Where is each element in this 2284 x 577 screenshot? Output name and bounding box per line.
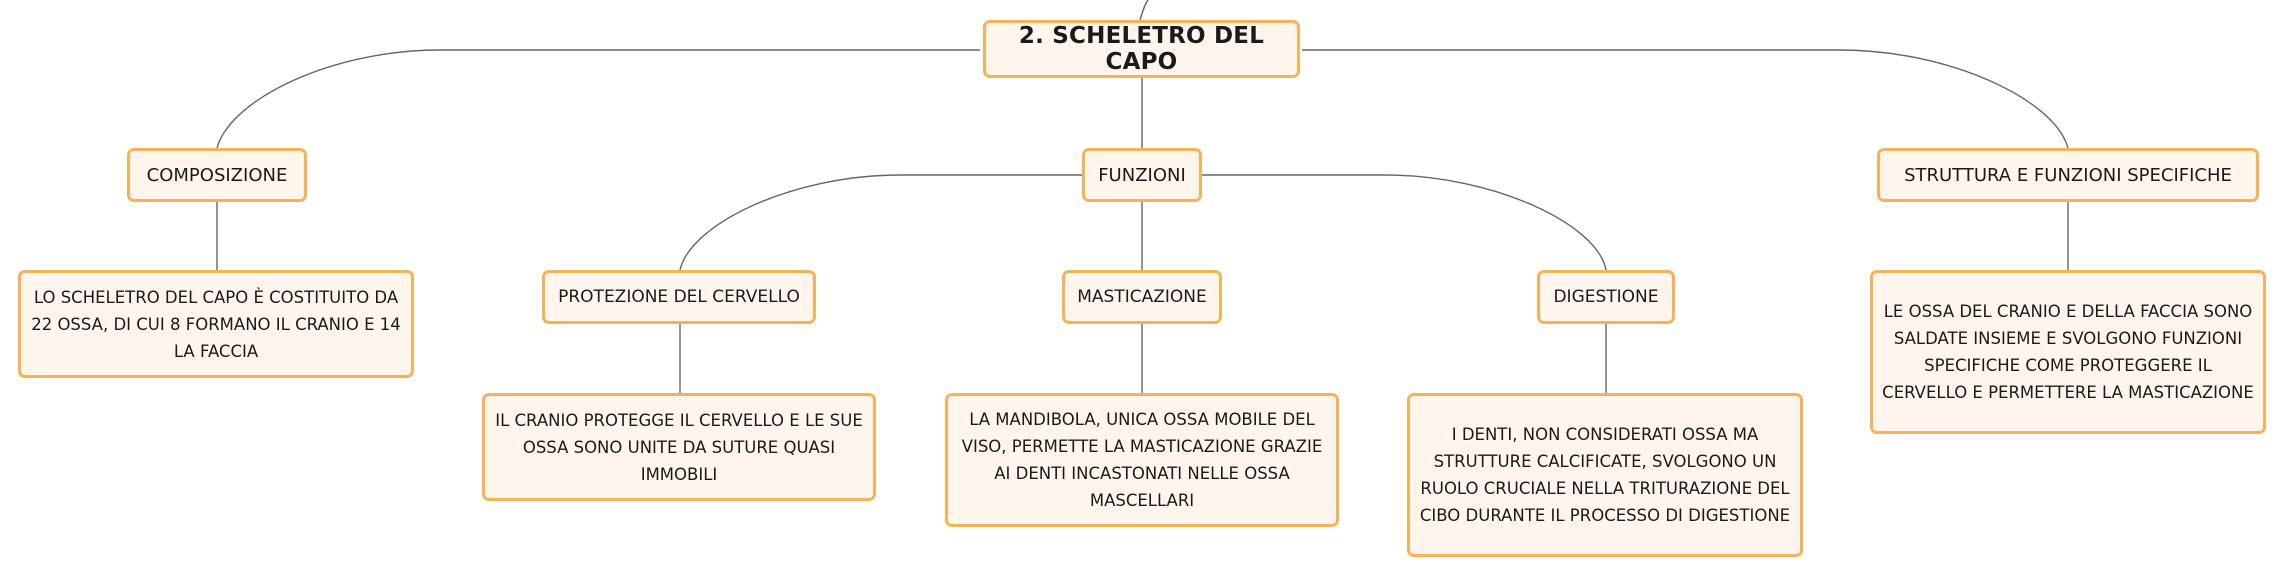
subtopic-masticazione[interactable]: MASTICAZIONE bbox=[1062, 270, 1222, 324]
subtopic-digestione-title: DIGESTIONE bbox=[1553, 287, 1659, 307]
desc-struttura-text: LE OSSA DEL CRANIO E DELLA FACCIA SONO S… bbox=[1882, 302, 2254, 402]
subtopic-digestione[interactable]: DIGESTIONE bbox=[1537, 270, 1675, 324]
topic-struttura[interactable]: STRUTTURA E FUNZIONI SPECIFICHE bbox=[1877, 148, 2259, 202]
topic-struttura-title: STRUTTURA E FUNZIONI SPECIFICHE bbox=[1904, 164, 2232, 186]
root-node[interactable]: 2. SCHELETRO DEL CAPO bbox=[983, 20, 1300, 78]
desc-protezione[interactable]: IL CRANIO PROTEGGE IL CERVELLO E LE SUE … bbox=[482, 393, 876, 501]
topic-funzioni[interactable]: FUNZIONI bbox=[1082, 148, 1202, 202]
root-title: 2. SCHELETRO DEL CAPO bbox=[1018, 23, 1265, 75]
desc-digestione-text: I DENTI, NON CONSIDERATI OSSA MA STRUTTU… bbox=[1419, 425, 1791, 525]
desc-protezione-text: IL CRANIO PROTEGGE IL CERVELLO E LE SUE … bbox=[495, 410, 863, 484]
connector-funzioni-digestione bbox=[1202, 174, 1607, 271]
topic-funzioni-title: FUNZIONI bbox=[1098, 164, 1186, 186]
connector-root-parent bbox=[1139, 0, 1149, 21]
topic-composizione[interactable]: COMPOSIZIONE bbox=[127, 148, 307, 202]
connector-root-composizione bbox=[216, 49, 980, 149]
connector-funzioni-protezione bbox=[679, 174, 1082, 271]
desc-composizione[interactable]: LO SCHELETRO DEL CAPO È COSTITUITO DA 22… bbox=[18, 270, 414, 378]
subtopic-protezione-title: PROTEZIONE DEL CERVELLO bbox=[558, 287, 800, 307]
desc-masticazione[interactable]: LA MANDIBOLA, UNICA OSSA MOBILE DEL VISO… bbox=[945, 393, 1339, 527]
connector-root-struttura bbox=[1302, 49, 2069, 149]
subtopic-masticazione-title: MASTICAZIONE bbox=[1077, 287, 1207, 307]
subtopic-protezione[interactable]: PROTEZIONE DEL CERVELLO bbox=[542, 270, 816, 324]
desc-struttura[interactable]: LE OSSA DEL CRANIO E DELLA FACCIA SONO S… bbox=[1870, 270, 2266, 434]
desc-digestione[interactable]: I DENTI, NON CONSIDERATI OSSA MA STRUTTU… bbox=[1407, 393, 1803, 557]
topic-composizione-title: COMPOSIZIONE bbox=[146, 164, 288, 186]
desc-masticazione-text: LA MANDIBOLA, UNICA OSSA MOBILE DEL VISO… bbox=[961, 410, 1323, 510]
desc-composizione-text: LO SCHELETRO DEL CAPO È COSTITUITO DA 22… bbox=[31, 287, 401, 361]
